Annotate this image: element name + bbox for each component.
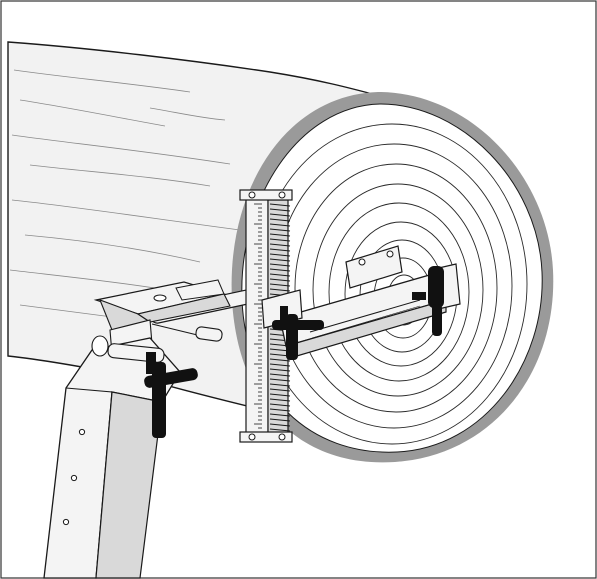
rail-tooth — [269, 218, 291, 222]
rail-tooth — [269, 208, 291, 212]
rail-tooth — [269, 393, 291, 397]
rail-tooth — [269, 258, 291, 262]
rail-tooth — [269, 378, 291, 382]
rail-tooth — [269, 278, 291, 282]
rail-tooth — [269, 358, 291, 362]
rail-tooth — [269, 228, 291, 232]
rail-tooth — [269, 248, 291, 252]
rail-tooth — [269, 398, 291, 402]
arm-end-knob-icon[interactable] — [412, 266, 444, 336]
rail-tooth — [269, 373, 291, 377]
rail-tooth — [269, 368, 291, 372]
rail-tooth — [269, 408, 291, 412]
rail-tooth — [269, 418, 291, 422]
rail-knob-icon[interactable] — [272, 306, 324, 360]
rail-tooth — [269, 423, 291, 427]
rail-tooth — [269, 383, 291, 387]
rail-tooth — [269, 428, 291, 432]
rail-tooth — [269, 263, 291, 267]
log-grain — [9, 69, 241, 319]
rail-tooth — [269, 403, 291, 407]
clamp-knob-icon[interactable] — [143, 352, 198, 438]
rail-tooth — [269, 238, 291, 242]
rail-tooth — [269, 243, 291, 247]
rail-tooth — [269, 203, 291, 207]
rail-tooth — [269, 363, 291, 367]
rail-tooth — [269, 268, 291, 272]
rail-tooth — [269, 388, 291, 392]
rail-tooth — [269, 413, 291, 417]
rail-tooth — [269, 273, 291, 277]
leg-bracket — [43, 335, 181, 579]
rail-tooth — [269, 233, 291, 237]
rail-tooth — [269, 213, 291, 217]
rail-tooth — [269, 283, 291, 287]
rail-tooth — [269, 288, 291, 292]
rail-scale-ticks — [254, 203, 262, 429]
rail-tooth — [269, 253, 291, 257]
rail-tooth — [269, 223, 291, 227]
